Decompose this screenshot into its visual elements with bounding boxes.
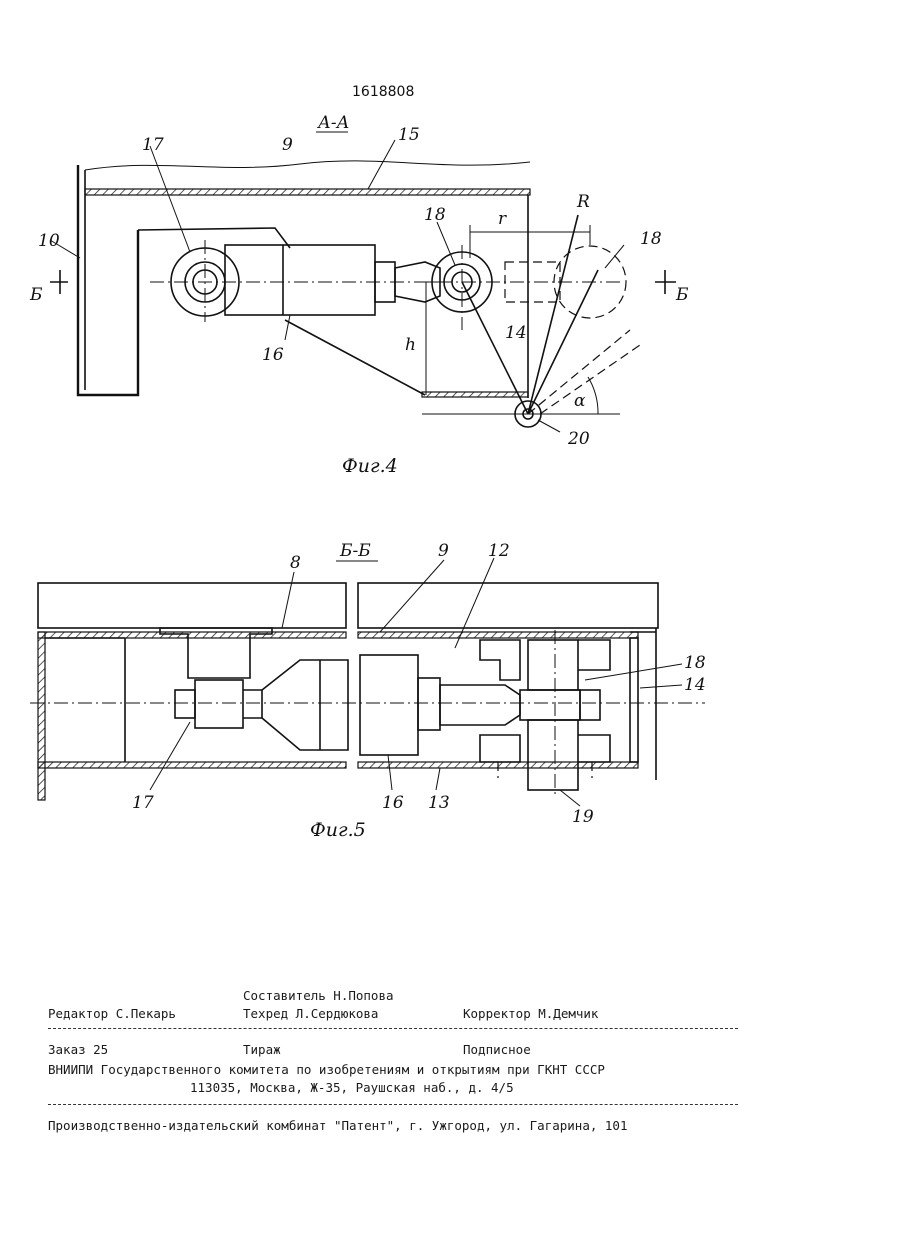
label-alpha: α (574, 391, 586, 411)
label-13: 13 (428, 793, 450, 813)
label-16: 16 (262, 345, 284, 365)
label-9: 9 (438, 541, 449, 561)
section-mark-right: Б (675, 285, 689, 305)
publisher-line: Производственно-издательский комбинат "П… (48, 1120, 627, 1133)
label-18a: 18 (424, 205, 446, 225)
figure-4: А-А 17 9 15 10 Б Б 18 r R 18 14 16 h α 2… (29, 113, 689, 477)
corrector-credit: Корректор М.Демчик (463, 1008, 598, 1021)
label-14: 14 (684, 675, 706, 695)
figure-4-caption: Фиг.4 (342, 455, 398, 477)
label-8: 8 (290, 553, 301, 573)
label-18: 18 (684, 653, 706, 673)
label-17: 17 (132, 793, 154, 813)
divider-2 (48, 1104, 738, 1105)
editor-credit: Редактор С.Пекарь (48, 1008, 176, 1021)
label-10: 10 (38, 231, 60, 251)
institute-name: ВНИИПИ Государственного комитета по изоб… (48, 1064, 605, 1077)
compiler-credit: Составитель Н.Попова (243, 990, 394, 1003)
label-15: 15 (398, 125, 420, 145)
label-19: 19 (572, 807, 594, 827)
label-16: 16 (382, 793, 404, 813)
order-number: Заказ 25 (48, 1044, 108, 1057)
techred-credit: Техред Л.Сердюкова (243, 1008, 378, 1021)
label-r: r (498, 209, 507, 229)
patent-number: 1618808 (352, 84, 414, 100)
figure-5: Б-Б (30, 541, 706, 841)
section-label-aa: А-А (317, 113, 350, 133)
subscription: Подписное (463, 1044, 531, 1057)
label-18b: 18 (640, 229, 662, 249)
divider-1 (48, 1028, 738, 1029)
label-h: h (405, 335, 416, 355)
institute-address: 113035, Москва, Ж-35, Раушская наб., д. … (190, 1082, 514, 1095)
label-R: R (576, 192, 590, 212)
label-14: 14 (505, 323, 527, 343)
section-mark-left: Б (29, 285, 43, 305)
label-9: 9 (282, 135, 293, 155)
label-17: 17 (142, 135, 164, 155)
section-label-bb: Б-Б (339, 541, 371, 561)
label-12: 12 (488, 541, 510, 561)
figure-5-caption: Фиг.5 (310, 819, 366, 841)
circulation: Тираж (243, 1044, 281, 1057)
label-20: 20 (567, 429, 590, 449)
